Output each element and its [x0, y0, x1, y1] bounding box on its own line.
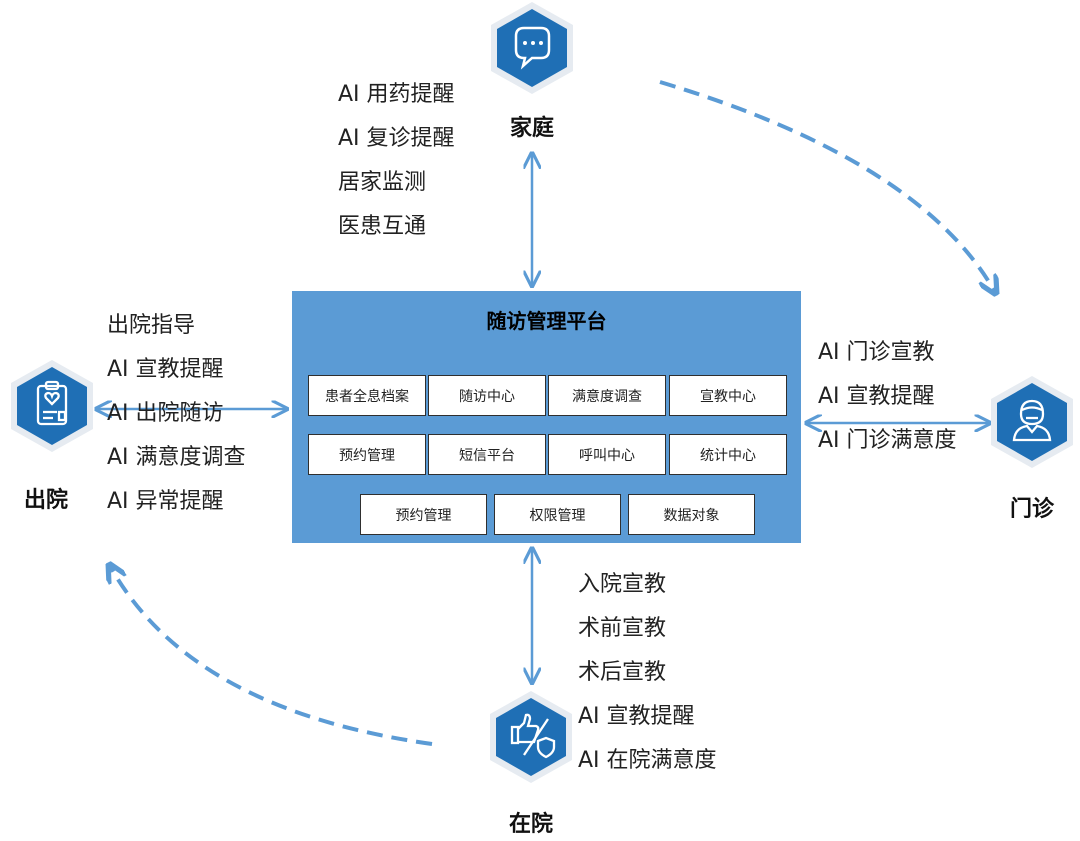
module-education-center: 宣教中心: [669, 375, 787, 416]
home-items: AI 用药提醒 AI 复诊提醒 居家监测 医患互通: [338, 73, 455, 249]
inpatient-item: 术后宣教: [578, 660, 667, 685]
doctor-avatar-icon: [1012, 399, 1052, 442]
home-item: AI 用药提醒: [338, 82, 455, 107]
discharge-items: 出院指导 AI 宣教提醒 AI 出院随访 AI 满意度调查 AI 异常提醒: [107, 304, 246, 524]
inpatient-items: 入院宣教 术前宣教 术后宣教 AI 宣教提醒 AI 在院满意度: [578, 563, 717, 783]
outpatient-item: AI 门诊满意度: [818, 428, 957, 453]
follow-up-platform: 随访管理平台 患者全息档案 随访中心 满意度调查 宣教中心 预约管理 短信平台 …: [292, 291, 801, 543]
discharge-label: 出院: [23, 488, 68, 513]
outpatient-item: AI 宣教提醒: [818, 384, 935, 409]
inpatient-item: 术前宣教: [578, 616, 667, 641]
module-statistics-center: 统计中心: [669, 434, 787, 475]
inpatient-item: AI 宣教提醒: [578, 704, 695, 729]
discharge-item: 出院指导: [107, 313, 196, 338]
chat-bubble-icon: [514, 26, 551, 70]
inpatient-hex: [490, 691, 572, 783]
inpatient-item: AI 在院满意度: [578, 748, 717, 773]
module-appointment: 预约管理: [308, 434, 426, 475]
home-hex: [491, 2, 573, 94]
discharge-item: AI 宣教提醒: [107, 357, 224, 382]
module-patient-archive: 患者全息档案: [308, 375, 426, 416]
module-follow-up-center: 随访中心: [428, 375, 546, 416]
platform-title: 随访管理平台: [486, 309, 607, 333]
outpatient-items: AI 门诊宣教 AI 宣教提醒 AI 门诊满意度: [818, 331, 957, 463]
module-call-center: 呼叫中心: [548, 434, 666, 475]
module-data-object: 数据对象: [628, 494, 755, 535]
discharge-hex: [11, 360, 93, 452]
dashed-arrow-inpatient-discharge: [110, 566, 433, 746]
module-appointment-2: 预约管理: [360, 494, 487, 535]
module-permission: 权限管理: [494, 494, 621, 535]
home-label: 家庭: [509, 116, 554, 141]
outpatient-label: 门诊: [1009, 497, 1054, 522]
discharge-item: AI 出院随访: [107, 401, 224, 426]
module-sms-platform: 短信平台: [428, 434, 546, 475]
module-satisfaction-survey: 满意度调查: [548, 375, 666, 416]
thumbs-up-icon: [510, 713, 556, 759]
clipboard-heart-icon: [36, 380, 68, 426]
discharge-item: AI 满意度调查: [107, 445, 246, 470]
outpatient-item: AI 门诊宣教: [818, 340, 935, 365]
home-item: 居家监测: [338, 170, 427, 195]
inpatient-label: 在院: [508, 812, 553, 837]
inpatient-item: 入院宣教: [578, 572, 667, 597]
discharge-item: AI 异常提醒: [107, 489, 224, 514]
outpatient-hex: [991, 376, 1073, 468]
dashed-arrow-home-outpatient: [659, 80, 995, 292]
home-item: AI 复诊提醒: [338, 126, 455, 151]
home-item: 医患互通: [338, 214, 427, 239]
